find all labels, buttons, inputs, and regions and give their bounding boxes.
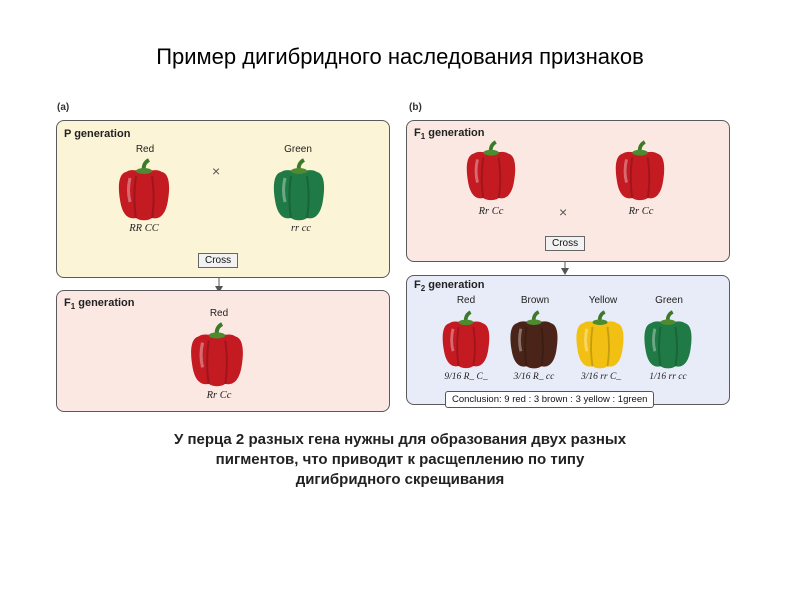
red-pepper-icon: [466, 140, 516, 201]
parent-green-genotype: rr cc: [290, 223, 312, 234]
green-pepper-icon: [273, 158, 325, 221]
f2-yellow-ratio: 3/16 rr C_: [580, 372, 622, 382]
f1-parent1-genotype: Rr Cc: [478, 206, 504, 217]
caption: У перца 2 разных гена нужны для образова…: [100, 430, 700, 490]
panel-a-letter: (a): [57, 102, 70, 113]
green-pepper-icon: [644, 310, 692, 369]
f1-generation-label-b: F1 generation: [414, 127, 485, 142]
f2-red-ratio: 9/16 R_ C_: [444, 372, 488, 382]
parent-green-label: Green: [284, 144, 312, 155]
brown-pepper-icon: [510, 310, 558, 369]
f2-red-label: Red: [456, 295, 476, 306]
parent-red-genotype: RR CC: [129, 223, 159, 234]
cross-button-b: Cross: [545, 236, 586, 251]
red-pepper-icon: [191, 322, 243, 387]
f1-offspring-genotype: Rr Cc: [206, 390, 232, 401]
f2-green-ratio: 1/16 rr cc: [649, 372, 687, 382]
caption-line-1: У перца 2 разных гена нужны для образова…: [173, 431, 627, 448]
f1-parent2-genotype: Rr Cc: [628, 206, 654, 217]
f1-generation-label-a: F1 generation: [64, 297, 135, 312]
f2-yellow-label: Yellow: [588, 295, 618, 306]
parent-red-label: Red: [135, 144, 155, 155]
f2-brown-ratio: 3/16 R_ cc: [513, 372, 555, 382]
cross-symbol-b: ×: [559, 204, 568, 220]
conclusion-box: Conclusion: 9 red : 3 brown : 3 yellow :…: [445, 391, 655, 408]
caption-line-2: пигментов, что приводит к расщеплению по…: [215, 451, 585, 468]
f2-brown-label: Brown: [520, 295, 550, 306]
p-generation-label: P generation: [64, 128, 131, 140]
yellow-pepper-icon: [576, 310, 624, 369]
cross-symbol-a: ×: [212, 163, 221, 179]
p-generation-box: [56, 120, 390, 278]
cross-button-a: Cross: [198, 253, 239, 268]
f1-offspring-label: Red: [209, 308, 229, 319]
caption-line-3: дигибридного скрещивания: [295, 471, 505, 488]
panel-b-letter: (b): [409, 102, 422, 113]
slide-title: Пример дигибридного наследования признак…: [156, 44, 644, 69]
red-pepper-icon: [615, 140, 665, 201]
f2-generation-label: F2 generation: [414, 279, 485, 294]
f2-green-label: Green: [655, 295, 683, 306]
red-pepper-icon: [442, 310, 490, 369]
red-pepper-icon: [118, 158, 170, 221]
